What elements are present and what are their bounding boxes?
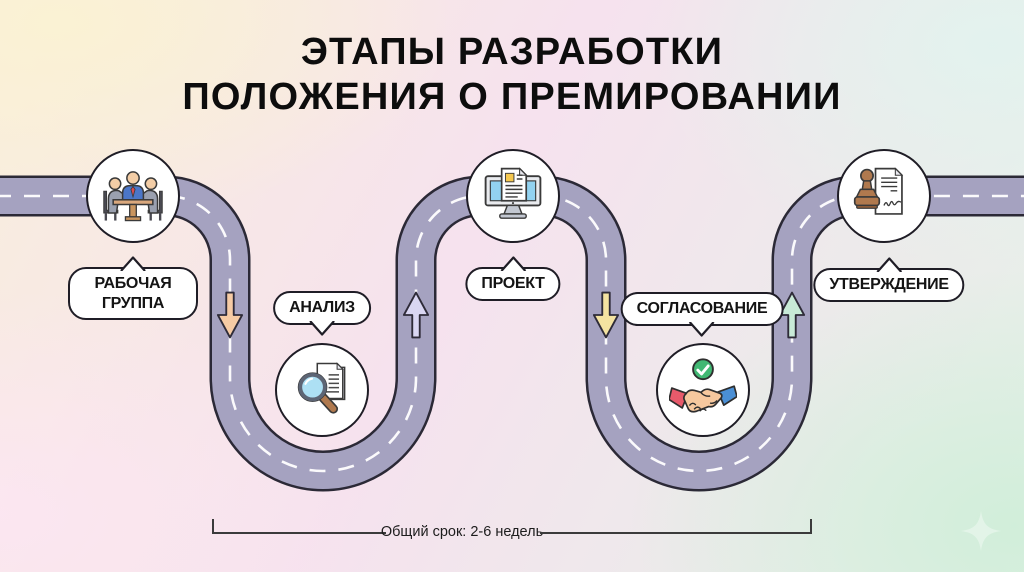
bracket-left-line — [212, 532, 386, 534]
up-arrow-icon — [402, 291, 430, 339]
bracket-right-tick — [810, 519, 812, 534]
stage-circle-agreement — [656, 343, 750, 437]
sparkle-icon — [960, 510, 1002, 552]
stage-circle-analysis — [275, 343, 369, 437]
handshake-check-icon — [669, 358, 737, 413]
monitor-document-icon — [484, 167, 542, 219]
magnifier-documents-icon — [297, 362, 346, 414]
stage-label-text: УТВЕРЖДЕНИЕ — [829, 276, 949, 293]
stage-label-text: РАБОЧАЯ ГРУППА — [94, 275, 172, 312]
meeting-icon — [103, 171, 163, 222]
stamp-document-icon — [853, 167, 904, 215]
stage-circle-project — [466, 149, 560, 243]
page-title-line1: ЭТАПЫ РАЗРАБОТКИ — [300, 31, 724, 73]
down-arrow-icon — [216, 291, 244, 339]
stage-label-text: СОГЛАСОВАНИЕ — [636, 300, 768, 317]
bubble-pointer — [876, 256, 902, 272]
stage-label-project: ПРОЕКТ — [465, 255, 561, 301]
stage-label-text: АНАЛИЗ — [289, 299, 355, 316]
stage-circle-working-group — [86, 149, 180, 243]
stage-label-working-group: РАБОЧАЯ ГРУППА — [68, 255, 198, 321]
bubble-pointer — [120, 255, 146, 271]
stage-label-approval: УТВЕРЖДЕНИЕ — [813, 256, 965, 302]
down-arrow-icon — [592, 291, 620, 339]
bracket-right-line — [540, 532, 811, 534]
stage-circle-approval — [837, 149, 931, 243]
stage-label-agreement: СОГЛАСОВАНИЕ — [620, 292, 784, 337]
page-title-line2: ПОЛОЖЕНИЯ О ПРЕМИРОВАНИИ — [182, 75, 842, 118]
bracket-left-tick — [212, 519, 214, 534]
page-title: ЭТАПЫ РАЗРАБОТКИ ПОЛОЖЕНИЯ О ПРЕМИРОВАНИ… — [0, 30, 1024, 120]
stage-label-text: ПРОЕКТ — [481, 275, 545, 292]
stage-label-analysis: АНАЛИЗ — [273, 291, 371, 336]
bubble-pointer — [689, 322, 715, 337]
bubble-pointer — [309, 321, 335, 336]
duration-label: Общий срок: 2-6 недель — [380, 524, 544, 540]
bubble-pointer — [500, 255, 526, 271]
up-arrow-icon — [778, 291, 806, 339]
